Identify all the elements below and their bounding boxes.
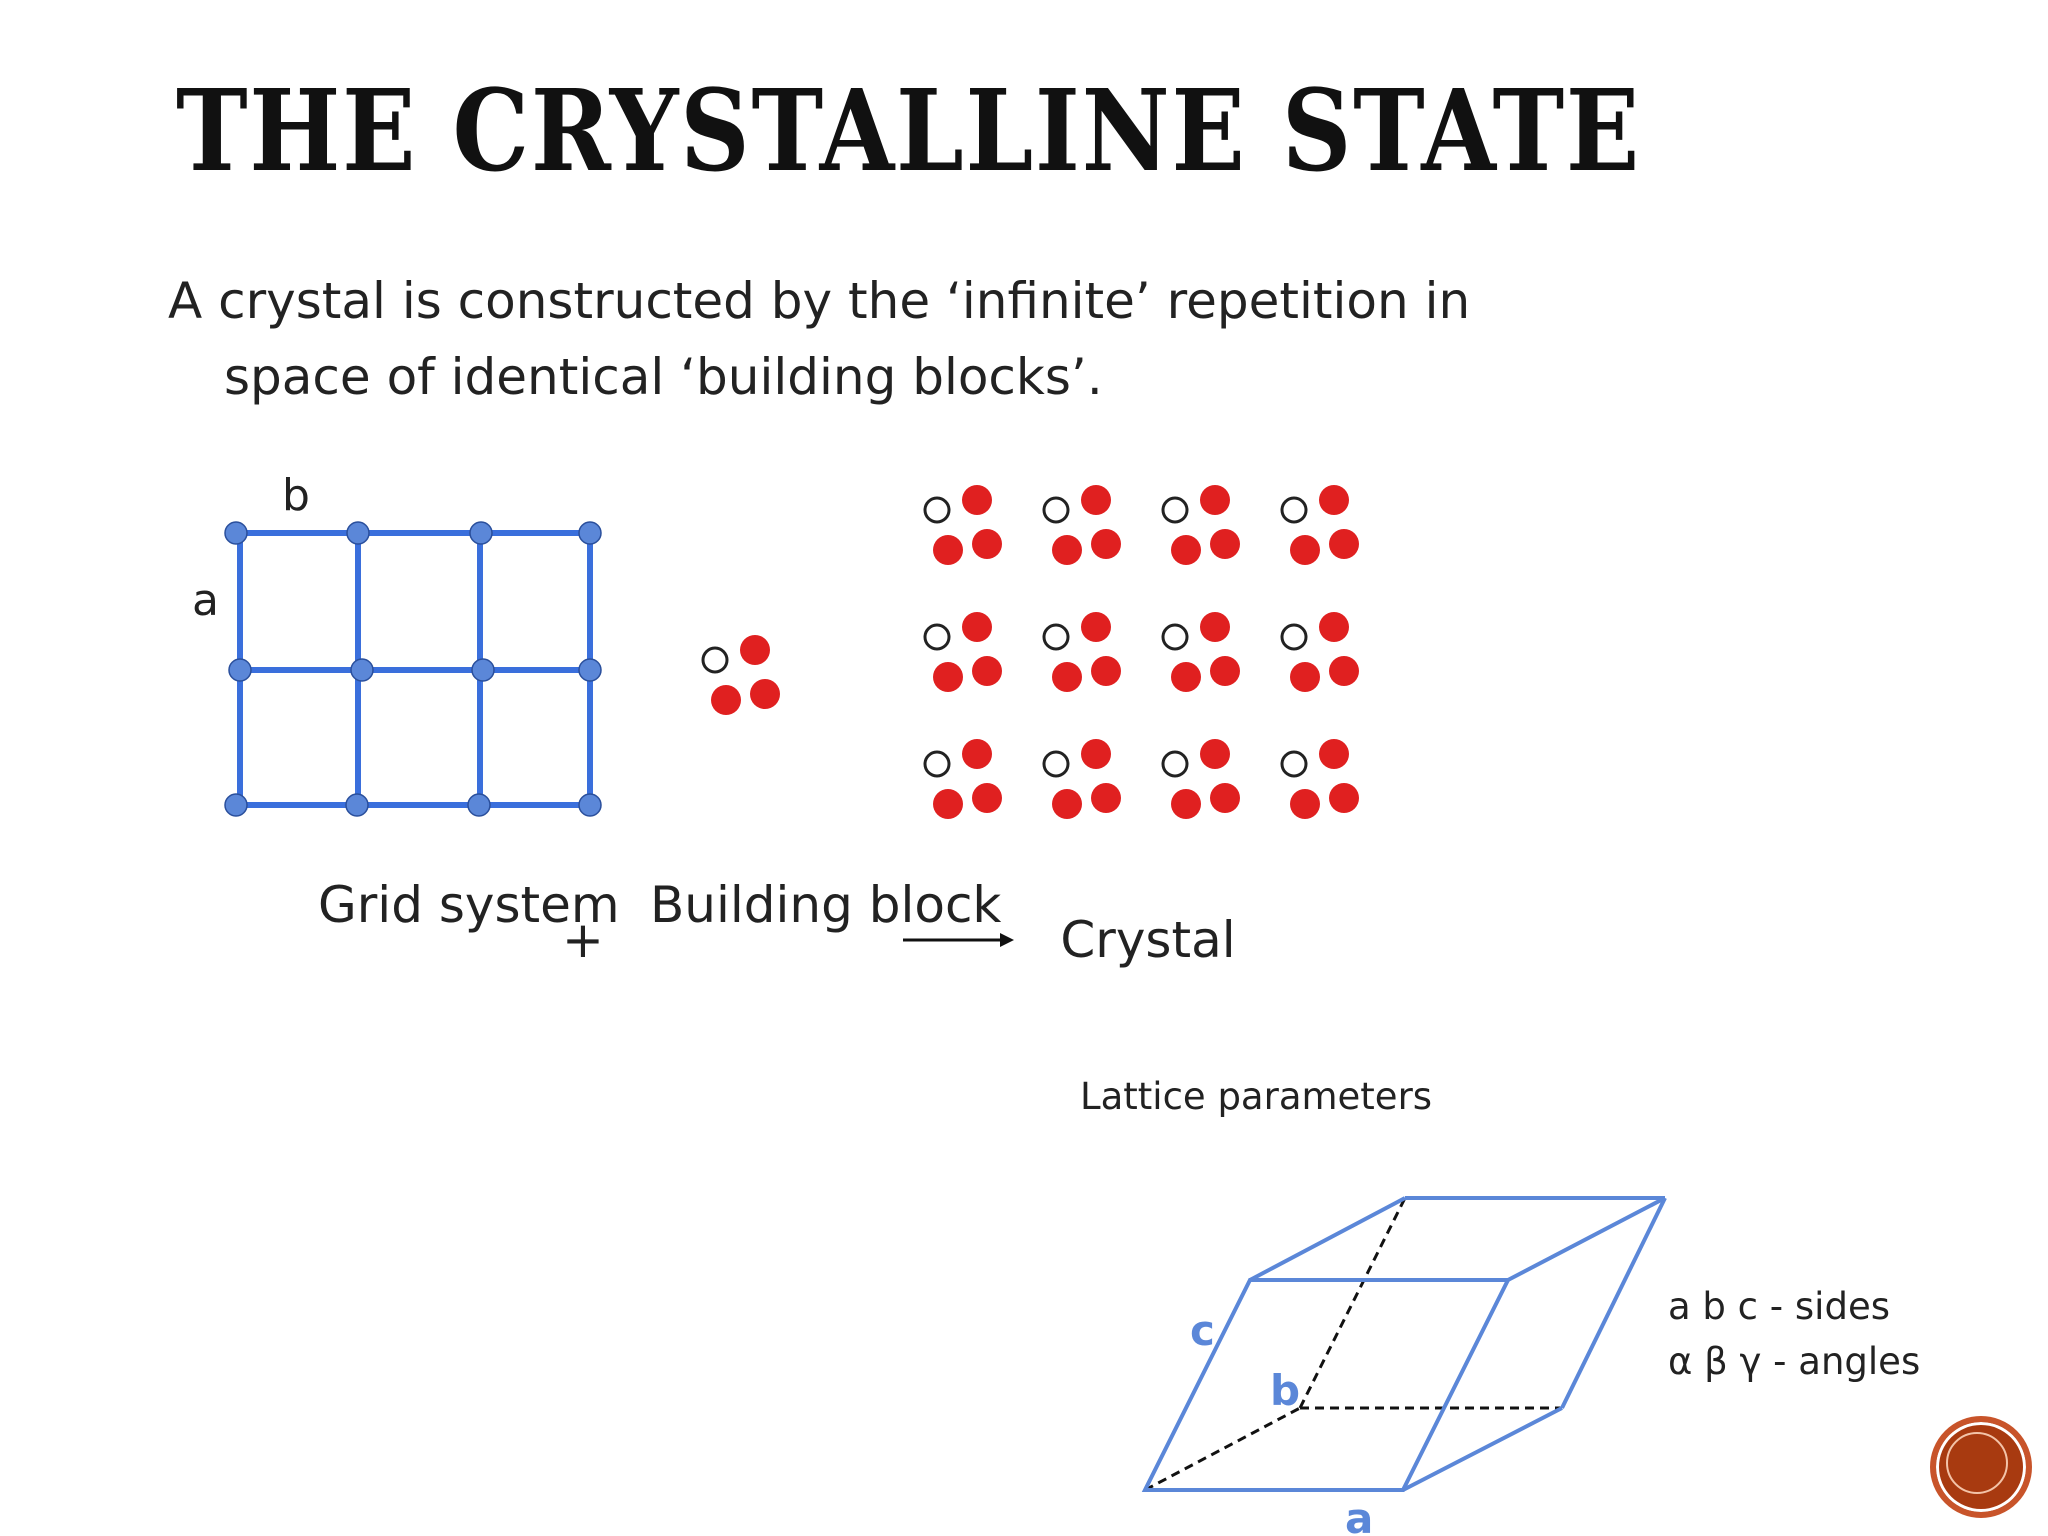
red-atom: [1319, 612, 1349, 642]
red-atom: [1091, 529, 1121, 559]
open-atom: [1042, 496, 1070, 524]
arrow-icon: [903, 933, 1014, 947]
lattice-hidden-edges: [1144, 1197, 1562, 1492]
red-atom: [1052, 789, 1082, 819]
lattice-parameters-title: Lattice parameters: [1080, 1075, 1433, 1118]
caption-building-block: Building block: [650, 876, 1002, 934]
red-atom: [1052, 535, 1082, 565]
red-atom: [1171, 789, 1201, 819]
crystal-unit: [923, 612, 1002, 692]
red-atom: [962, 739, 992, 769]
crystal-unit: [1042, 612, 1121, 692]
intro-text-line-2: space of identical ‘building blocks’.: [224, 348, 1103, 406]
grid-label-b: b: [282, 470, 310, 521]
open-atom: [1161, 623, 1189, 651]
red-atom: [1290, 789, 1320, 819]
lattice-angles-text: α β γ - angles: [1668, 1340, 1921, 1383]
crystal-unit: [923, 739, 1002, 819]
open-atom: [923, 623, 951, 651]
red-atom: [933, 789, 963, 819]
red-atom: [1171, 535, 1201, 565]
caption-crystal: Crystal: [1060, 911, 1236, 969]
open-atom: [1161, 750, 1189, 778]
caption-plus: +: [562, 911, 604, 969]
open-atom: [1042, 750, 1070, 778]
red-atom: [972, 656, 1002, 686]
red-atom: [933, 662, 963, 692]
red-atom: [1171, 662, 1201, 692]
red-atom: [1290, 535, 1320, 565]
open-atom: [1280, 496, 1308, 524]
red-atom: [962, 612, 992, 642]
red-atom: [1290, 662, 1320, 692]
crystal-unit: [1161, 612, 1240, 692]
crystal-unit: [1280, 485, 1359, 565]
crystal-unit: [1161, 485, 1240, 565]
red-atom: [972, 783, 1002, 813]
presentation-logo-icon: [1930, 1416, 2032, 1518]
red-atom: [1210, 656, 1240, 686]
building-block-diagram: [701, 635, 780, 715]
lattice-cell-diagram: c b a: [1141, 1196, 1667, 1536]
crystal-diagram: [923, 485, 1359, 819]
grid-label-a: a: [192, 575, 219, 626]
red-atom: [1329, 656, 1359, 686]
crystal-unit: [1280, 739, 1359, 819]
red-atom: [1200, 739, 1230, 769]
open-atom: [1042, 623, 1070, 651]
red-atom: [1210, 783, 1240, 813]
grid-system-diagram: b a: [192, 470, 602, 817]
open-atom: [1161, 496, 1189, 524]
crystal-unit: [1280, 612, 1359, 692]
crystal-atoms: [923, 485, 1359, 819]
red-atom: [1200, 485, 1230, 515]
lattice-label-a: a: [1345, 1494, 1373, 1536]
open-atom: [923, 750, 951, 778]
red-atom: [1091, 656, 1121, 686]
crystal-unit: [1161, 739, 1240, 819]
open-atom: [923, 496, 951, 524]
red-atom: [962, 485, 992, 515]
red-atom: [1081, 739, 1111, 769]
lattice-label-c: c: [1190, 1306, 1215, 1355]
crystal-unit: [1042, 739, 1121, 819]
caption-grid-system: Grid system: [318, 876, 620, 934]
red-atom: [1091, 783, 1121, 813]
red-atom: [972, 529, 1002, 559]
red-atom: [933, 535, 963, 565]
open-atom: [1280, 750, 1308, 778]
grid-nodes: [224, 521, 602, 817]
slide-title: THE CRYSTALLINE STATE: [176, 66, 1641, 197]
grid-lines: [235, 530, 593, 808]
crystal-unit: [923, 485, 1002, 565]
red-atom: [1210, 529, 1240, 559]
red-atom: [1329, 783, 1359, 813]
red-atom: [1200, 612, 1230, 642]
open-atom: [1280, 623, 1308, 651]
red-atom: [1081, 485, 1111, 515]
crystal-unit: [1042, 485, 1121, 565]
lattice-label-b: b: [1270, 1366, 1300, 1415]
intro-text-line-1: A crystal is constructed by the ‘infinit…: [168, 272, 1471, 330]
red-atom: [1329, 529, 1359, 559]
logo-ring: [1946, 1432, 2008, 1494]
red-atom: [1081, 612, 1111, 642]
red-atom: [1319, 485, 1349, 515]
lattice-sides-text: a b c - sides: [1668, 1285, 1890, 1328]
red-atom: [1052, 662, 1082, 692]
building-block-atoms: [701, 635, 780, 715]
red-atom: [1319, 739, 1349, 769]
lattice-edges: [1141, 1196, 1667, 1492]
